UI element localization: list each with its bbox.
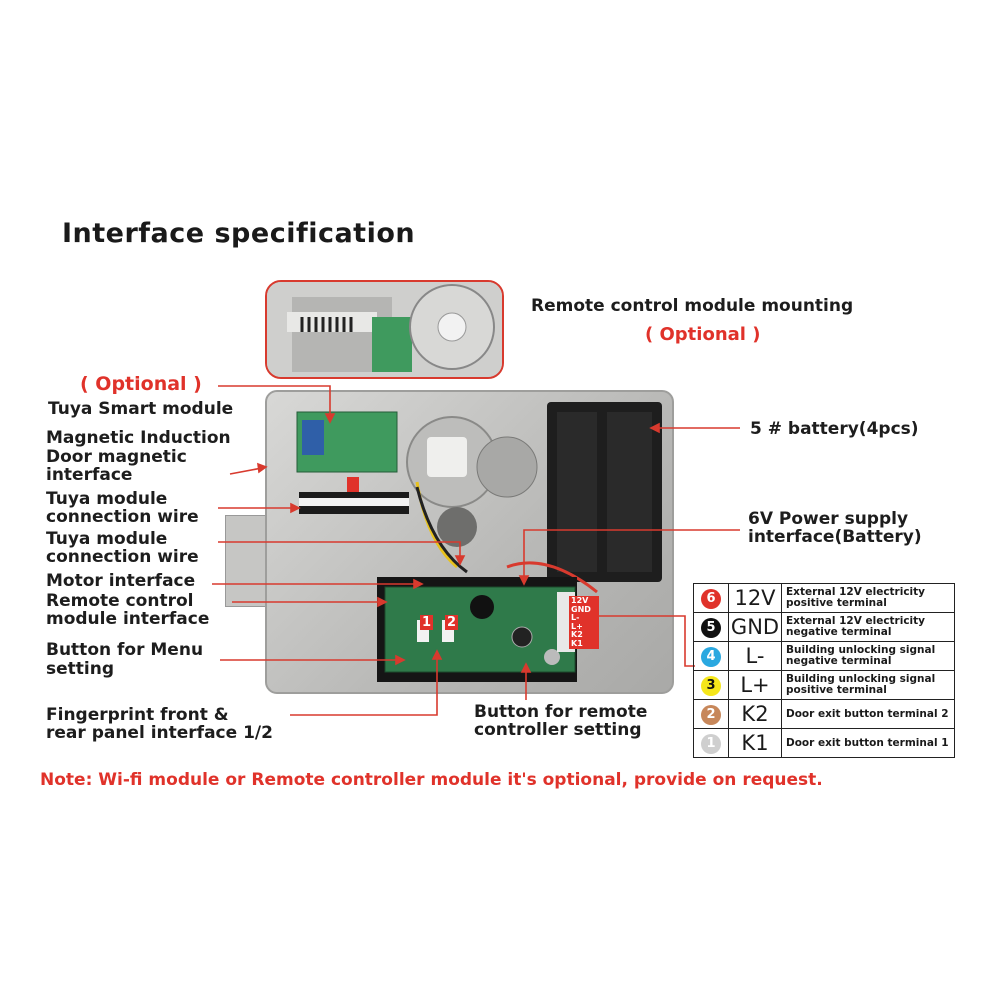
remote-module-illustration	[267, 282, 502, 377]
pin-description-line-2: negative terminal	[786, 626, 892, 638]
pin-description-line-2: negative terminal	[786, 655, 892, 667]
pin-description-line-1: External 12V electricity	[786, 615, 926, 627]
pin-description-line-1: External 12V electricity	[786, 586, 926, 598]
pin-description-line-2: positive terminal	[786, 684, 887, 696]
pin-description-line-1: Building unlocking signal	[786, 673, 936, 685]
pin-name-cell: GND	[728, 612, 782, 642]
fingerprint-line-1: Fingerprint front &	[46, 705, 229, 725]
port-1-label: 1	[420, 615, 434, 630]
pin-description-line-2: positive terminal	[786, 597, 887, 609]
pin-number-cell: 6	[693, 583, 729, 613]
remote-module-inset-photo	[265, 280, 504, 379]
menu-button-line-2: setting	[46, 659, 114, 679]
pin-name-cell: 12V	[728, 583, 782, 613]
terminal-label-block: 12V GND L- L+ K2 K1	[569, 596, 599, 649]
pin-number-cell: 5	[693, 612, 729, 642]
pin-description-cell: Door exit button terminal 2	[781, 699, 955, 729]
pin-name-cell: K1	[728, 728, 782, 758]
magnetic-label-line-2: Door magnetic	[46, 447, 187, 467]
pin-description-line-1: Building unlocking signal	[786, 644, 936, 656]
port-2-label: 2	[445, 615, 459, 630]
remote-interface-line-1: Remote control	[46, 591, 194, 611]
pin-number-badge: 3	[701, 676, 721, 696]
remote-button-line-1: Button for remote	[474, 702, 648, 722]
pin-number-badge: 4	[701, 647, 721, 667]
pin-name-cell: L+	[728, 670, 782, 700]
pin-description-line-1: Door exit button terminal 1	[786, 736, 949, 749]
terminal-12v: 12V	[571, 596, 589, 605]
menu-button-line-1: Button for Menu	[46, 640, 204, 660]
fingerprint-line-2: rear panel interface 1/2	[46, 723, 273, 743]
pin-name-cell: L-	[728, 641, 782, 671]
footer-note: Note: Wi-fi module or Remote controller …	[40, 770, 823, 790]
pin-number-cell: 3	[693, 670, 729, 700]
pin-number-cell: 2	[693, 699, 729, 729]
terminal-k2: K2	[571, 630, 583, 639]
power-supply-line-1: 6V Power supply	[748, 509, 909, 529]
pin-number-cell: 4	[693, 641, 729, 671]
pin-description-cell: Door exit button terminal 1	[781, 728, 955, 758]
tuya-optional-label: ( Optional )	[80, 373, 202, 395]
tuya-wire-b-line-1: Tuya module	[46, 529, 168, 549]
pin-number-badge: 2	[701, 705, 721, 725]
terminal-gnd: GND	[571, 604, 591, 614]
tuya-smart-module-label: Tuya Smart module	[48, 399, 234, 419]
pin-number-badge: 6	[701, 589, 721, 609]
pin-row: 2 K2 Door exit button terminal 2	[693, 699, 955, 729]
pin-number-badge: 5	[701, 618, 721, 638]
motor-interface-label: Motor interface	[46, 571, 196, 591]
magnetic-label-line-1: Magnetic Induction	[46, 428, 231, 448]
remote-mounting-label: Remote control module mounting	[531, 296, 854, 316]
magnetic-label-line-3: interface	[46, 465, 133, 485]
power-supply-line-2: interface(Battery)	[748, 527, 922, 547]
lock-internals-illustration	[296, 402, 662, 682]
page-title: Interface specification	[62, 218, 416, 249]
remote-mounting-optional-label: ( Optional )	[645, 324, 761, 345]
terminal-l-plus: L+	[571, 621, 583, 631]
terminal-k1: K1	[571, 638, 583, 648]
battery-label: 5 # battery(4pcs)	[750, 419, 919, 439]
pin-number-cell: 1	[693, 728, 729, 758]
lock-body-photo	[265, 390, 674, 694]
terminal-l-minus: L-	[571, 613, 580, 622]
pin-name-cell: K2	[728, 699, 782, 729]
tuya-wire-a-line-2: connection wire	[46, 507, 199, 527]
tuya-wire-b-line-2: connection wire	[46, 547, 199, 567]
pin-number-badge: 1	[701, 734, 721, 754]
tuya-wire-a-line-1: Tuya module	[46, 489, 168, 509]
remote-button-line-2: controller setting	[474, 720, 642, 740]
pin-row: 1 K1 Door exit button terminal 1	[693, 728, 955, 758]
pin-description-line-1: Door exit button terminal 2	[786, 707, 949, 720]
remote-interface-line-2: module interface	[46, 609, 210, 629]
